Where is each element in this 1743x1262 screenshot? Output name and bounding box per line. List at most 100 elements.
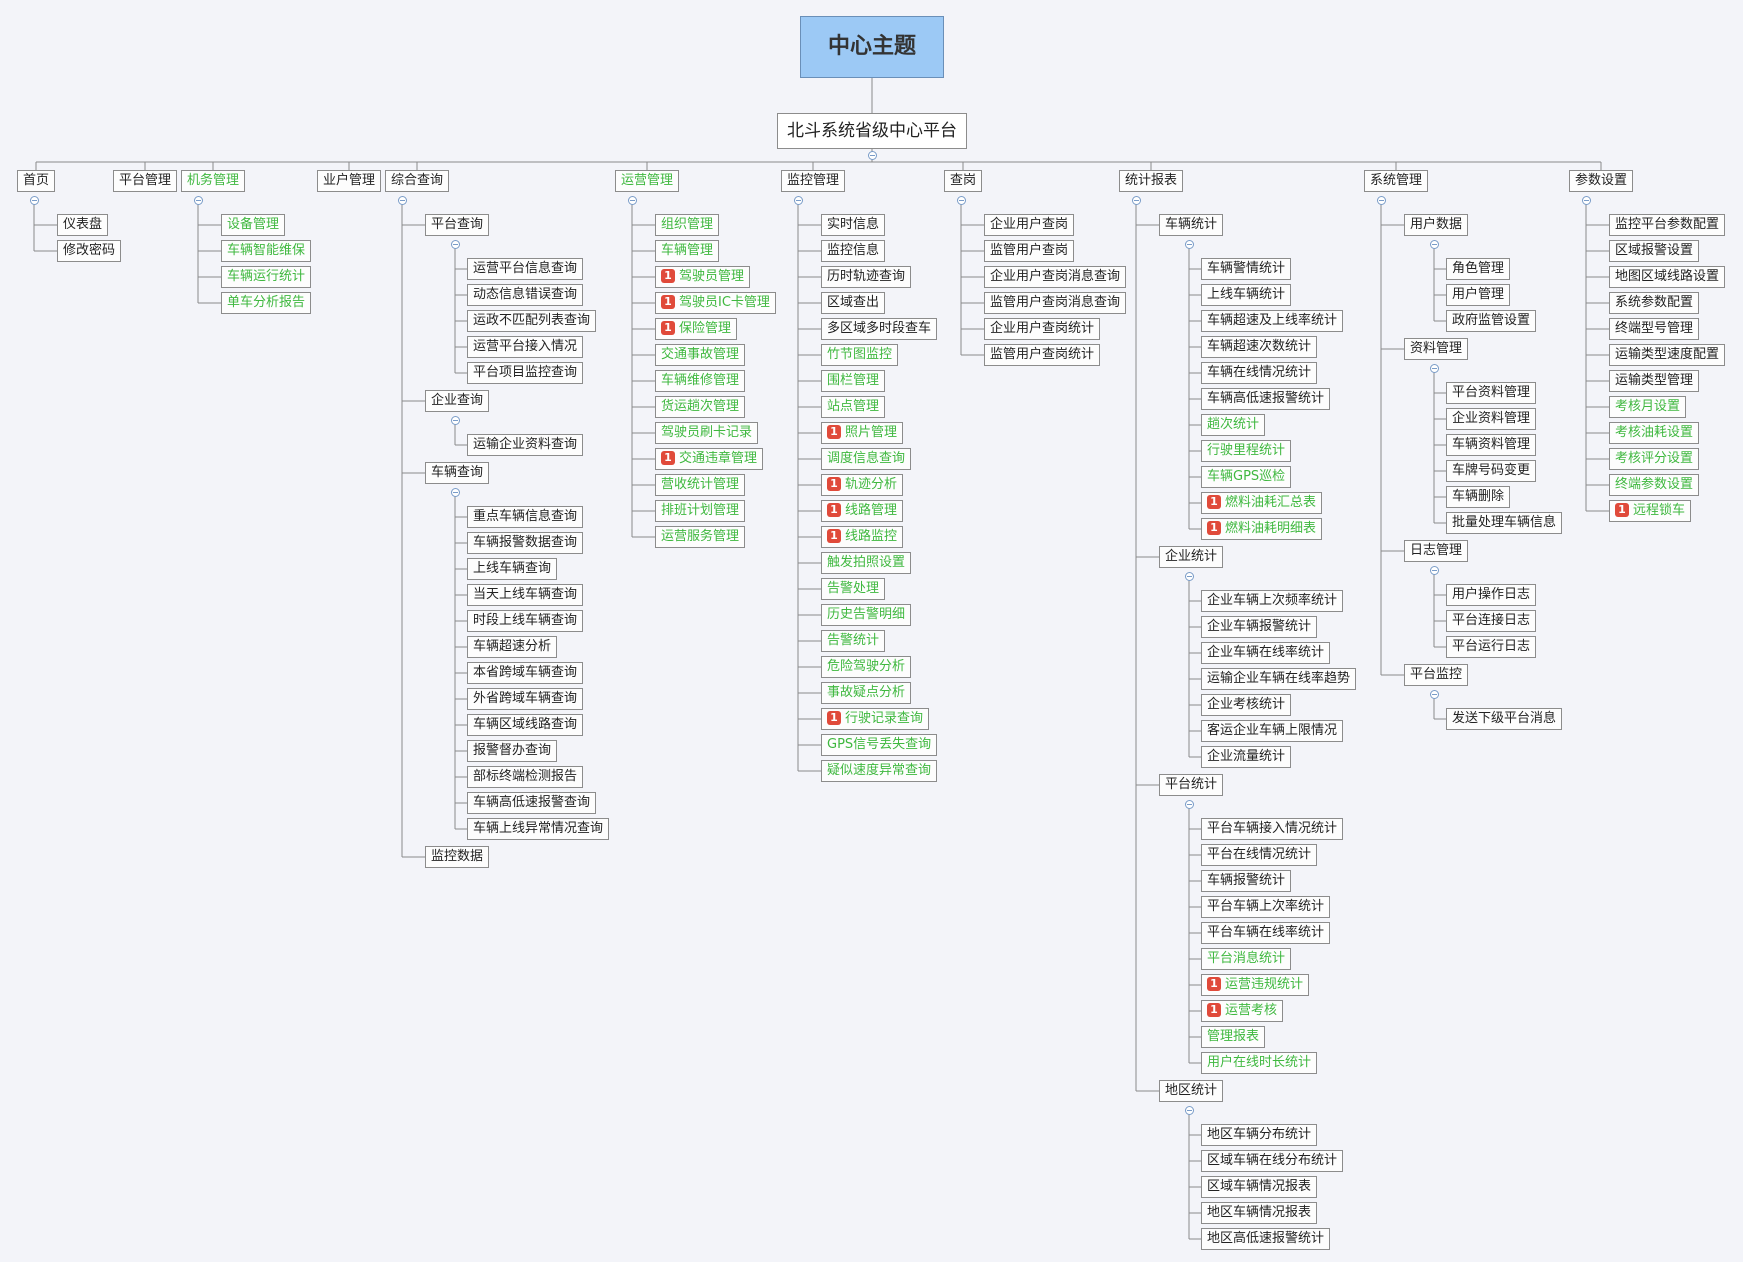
collapse-toggle-icon[interactable] <box>1185 1106 1194 1115</box>
leaf-node[interactable]: 企业车辆上次频率统计 <box>1201 590 1344 612</box>
leaf-node[interactable]: 部标终端检测报告 <box>467 766 584 788</box>
collapse-toggle-icon[interactable] <box>1430 364 1439 373</box>
leaf-node[interactable]: 运营平台信息查询 <box>467 258 584 280</box>
leaf-node[interactable]: 用户在线时长统计 <box>1201 1052 1318 1074</box>
subtopic-node[interactable]: 触发拍照设置 <box>821 552 912 574</box>
branch-node[interactable]: 统计报表 <box>1119 170 1184 192</box>
subtopic-node[interactable]: 监控信息 <box>821 240 886 262</box>
leaf-node[interactable]: 车辆高低速报警统计 <box>1201 388 1331 410</box>
branch-node[interactable]: 监控管理 <box>781 170 846 192</box>
leaf-node[interactable]: 发送下级平台消息 <box>1446 708 1563 730</box>
subtopic-node[interactable]: 疑似速度异常查询 <box>821 760 938 782</box>
leaf-node[interactable]: 外省跨域车辆查询 <box>467 688 584 710</box>
collapse-toggle-icon[interactable] <box>1185 572 1194 581</box>
leaf-node[interactable]: 运政不匹配列表查询 <box>467 310 597 332</box>
subtopic-node[interactable]: 车辆统计 <box>1159 214 1224 236</box>
subtopic-node[interactable]: 运输类型管理 <box>1609 370 1700 392</box>
subtopic-node[interactable]: 多区域多时段查车 <box>821 318 938 340</box>
leaf-node[interactable]: 车辆超速及上线率统计 <box>1201 310 1344 332</box>
subtopic-node[interactable]: 告警统计 <box>821 630 886 652</box>
center-topic[interactable]: 中心主题 <box>800 16 944 78</box>
subtopic-node[interactable]: 考核油耗设置 <box>1609 422 1700 444</box>
collapse-toggle-icon[interactable] <box>794 196 803 205</box>
subtopic-node[interactable]: 系统参数配置 <box>1609 292 1700 314</box>
leaf-node[interactable]: 车牌号码变更 <box>1446 460 1537 482</box>
leaf-node[interactable]: 上线车辆统计 <box>1201 284 1292 306</box>
subtopic-node[interactable]: 设备管理 <box>221 214 286 236</box>
subtopic-node[interactable]: 实时信息 <box>821 214 886 236</box>
branch-node[interactable]: 平台管理 <box>113 170 178 192</box>
branch-node[interactable]: 查岗 <box>944 170 983 192</box>
branch-node[interactable]: 参数设置 <box>1569 170 1634 192</box>
leaf-node[interactable]: 区域车辆情况报表 <box>1201 1176 1318 1198</box>
collapse-toggle-icon[interactable] <box>1430 240 1439 249</box>
leaf-node[interactable]: 区域车辆在线分布统计 <box>1201 1150 1344 1172</box>
subtopic-node[interactable]: 车辆运行统计 <box>221 266 312 288</box>
subtopic-node[interactable]: 调度信息查询 <box>821 448 912 470</box>
subtopic-node[interactable]: 平台监控 <box>1404 664 1469 686</box>
subtopic-node[interactable]: 围栏管理 <box>821 370 886 392</box>
subtopic-node[interactable]: 监控平台参数配置 <box>1609 214 1726 236</box>
subtopic-node[interactable]: 企业查询 <box>425 390 490 412</box>
leaf-node[interactable]: 车辆高低速报警查询 <box>467 792 597 814</box>
subtopic-node[interactable]: 日志管理 <box>1404 540 1469 562</box>
collapse-toggle-icon[interactable] <box>628 196 637 205</box>
subtopic-node[interactable]: 单车分析报告 <box>221 292 312 314</box>
leaf-node[interactable]: 企业考核统计 <box>1201 694 1292 716</box>
leaf-node[interactable]: 趟次统计 <box>1201 414 1266 436</box>
leaf-node[interactable]: 角色管理 <box>1446 258 1511 280</box>
leaf-node[interactable]: 动态信息错误查询 <box>467 284 584 306</box>
subtopic-node[interactable]: 考核评分设置 <box>1609 448 1700 470</box>
leaf-node[interactable]: 地区车辆情况报表 <box>1201 1202 1318 1224</box>
collapse-toggle-icon[interactable] <box>1430 690 1439 699</box>
leaf-node[interactable]: 行驶里程统计 <box>1201 440 1292 462</box>
leaf-node[interactable]: 当天上线车辆查询 <box>467 584 584 606</box>
branch-node[interactable]: 首页 <box>17 170 56 192</box>
subtopic-node[interactable]: 考核月设置 <box>1609 396 1687 418</box>
subtopic-node[interactable]: 运输类型速度配置 <box>1609 344 1726 366</box>
subtopic-node[interactable]: 货运趟次管理 <box>655 396 746 418</box>
leaf-node[interactable]: 车辆警情统计 <box>1201 258 1292 280</box>
collapse-toggle-icon[interactable] <box>398 196 407 205</box>
leaf-node[interactable]: 企业流量统计 <box>1201 746 1292 768</box>
collapse-toggle-icon[interactable] <box>194 196 203 205</box>
subtopic-node[interactable]: 历史告警明细 <box>821 604 912 626</box>
subtopic-node[interactable]: 危险驾驶分析 <box>821 656 912 678</box>
branch-node[interactable]: 系统管理 <box>1364 170 1429 192</box>
subtopic-node[interactable]: 驾驶员刷卡记录 <box>655 422 759 444</box>
collapse-toggle-icon[interactable] <box>1132 196 1141 205</box>
collapse-toggle-icon[interactable] <box>1185 240 1194 249</box>
subtopic-node[interactable]: 地区统计 <box>1159 1080 1224 1102</box>
subtopic-node[interactable]: 监管用户查岗消息查询 <box>984 292 1127 314</box>
leaf-node[interactable]: 车辆上线异常情况查询 <box>467 818 610 840</box>
collapse-toggle-icon[interactable] <box>868 151 877 160</box>
subtopic-node[interactable]: 竹节图监控 <box>821 344 899 366</box>
subtopic-node[interactable]: 终端参数设置 <box>1609 474 1700 496</box>
leaf-node[interactable]: 车辆报警统计 <box>1201 870 1292 892</box>
collapse-toggle-icon[interactable] <box>1377 196 1386 205</box>
leaf-node[interactable]: 车辆超速次数统计 <box>1201 336 1318 358</box>
leaf-node[interactable]: 车辆报警数据查询 <box>467 532 584 554</box>
subtopic-node[interactable]: 地图区域线路设置 <box>1609 266 1726 288</box>
leaf-node[interactable]: 平台车辆上次率统计 <box>1201 896 1331 918</box>
leaf-node[interactable]: 车辆删除 <box>1446 486 1511 508</box>
leaf-node[interactable]: 车辆区域线路查询 <box>467 714 584 736</box>
leaf-node[interactable]: 平台车辆在线率统计 <box>1201 922 1331 944</box>
leaf-node[interactable]: 政府监管设置 <box>1446 310 1537 332</box>
subtopic-node[interactable]: GPS信号丢失查询 <box>821 734 938 756</box>
subtopic-node[interactable]: 区域查出 <box>821 292 886 314</box>
collapse-toggle-icon[interactable] <box>451 240 460 249</box>
leaf-node[interactable]: 用户管理 <box>1446 284 1511 306</box>
leaf-node[interactable]: 时段上线车辆查询 <box>467 610 584 632</box>
